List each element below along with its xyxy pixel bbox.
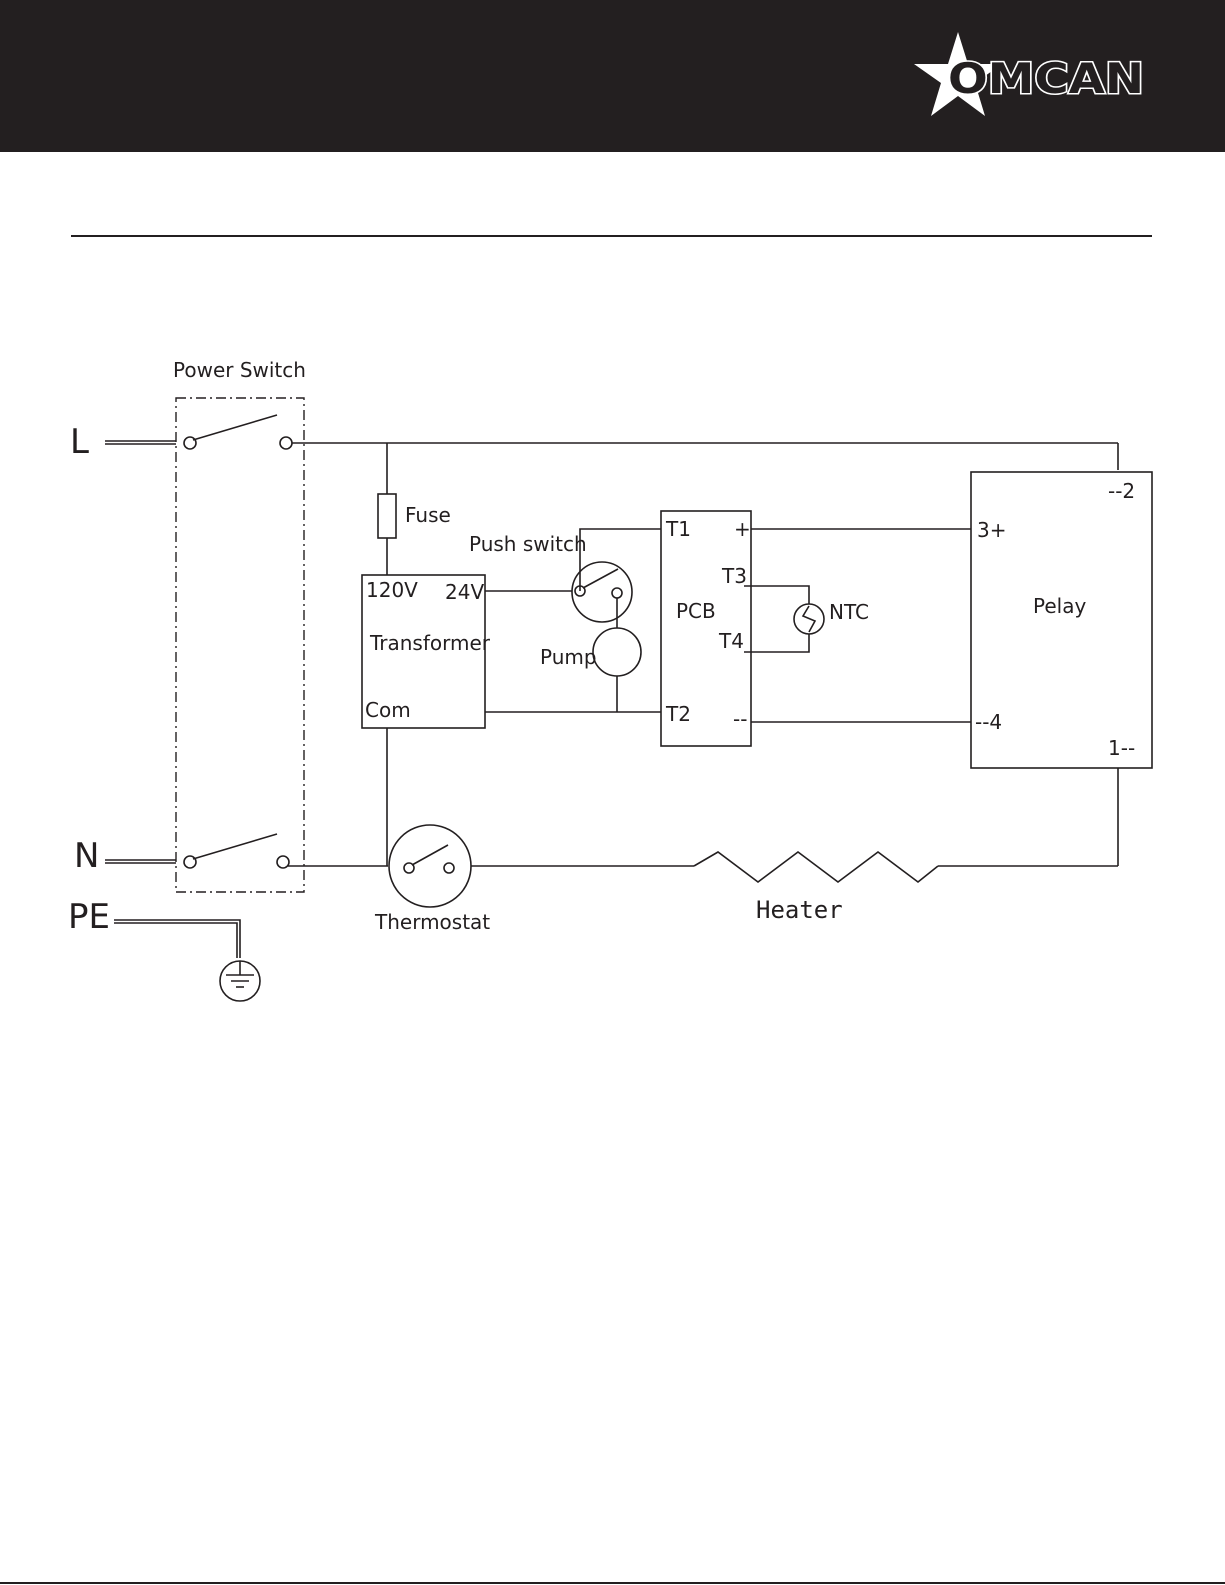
pcb-t2-label: T2 <box>665 702 691 726</box>
pcb-t4-label: T4 <box>718 629 744 653</box>
line-terminal-label: L <box>70 422 89 462</box>
thermostat-contact-b <box>444 863 454 873</box>
ntc-top-wire <box>744 586 809 604</box>
earth-ground-icon <box>220 961 260 1001</box>
power-switch-box <box>176 398 304 892</box>
earth-wire-2 <box>114 923 237 958</box>
relay-pin2-label: --2 <box>1108 479 1135 503</box>
pump-symbol <box>593 628 641 676</box>
pcb-label: PCB <box>676 599 716 623</box>
switch-n-blade <box>193 834 277 859</box>
switch-l-contact-b <box>280 437 292 449</box>
relay-pin4-label: --4 <box>975 710 1002 734</box>
pcb-t1-label: T1 <box>665 517 691 541</box>
transformer-input-label: 120V <box>366 578 418 602</box>
neutral-terminal-label: N <box>74 836 99 876</box>
heater-resistor-icon <box>694 852 938 882</box>
thermostat-label: Thermostat <box>374 910 490 934</box>
pcb-t3-label: T3 <box>721 564 747 588</box>
relay-pin1-label: 1-- <box>1108 736 1135 760</box>
switch-n-contact-a <box>184 856 196 868</box>
ntc-bottom-wire <box>744 634 809 652</box>
thermostat-symbol <box>389 825 471 907</box>
heater-label: Heater <box>756 896 843 924</box>
transformer-output-label: 24V <box>445 580 484 604</box>
relay-label: Pelay <box>1033 594 1086 618</box>
earth-wire <box>114 920 240 958</box>
footer-rule <box>0 1582 1225 1584</box>
transformer-label: Transformer <box>369 631 491 655</box>
switch-l-blade <box>193 415 277 440</box>
push-switch-label: Push switch <box>469 532 587 556</box>
pcb-minus-label: -- <box>733 707 747 731</box>
pcb-plus-label: + <box>734 517 751 541</box>
relay-pin3-label: 3+ <box>977 518 1006 542</box>
earth-terminal-label: PE <box>68 897 110 937</box>
push-switch-contact-b <box>612 588 622 598</box>
ntc-label: NTC <box>829 600 869 624</box>
power-switch-label: Power Switch <box>173 358 306 382</box>
fuse-symbol <box>378 494 396 538</box>
switch-n-contact-b <box>277 856 289 868</box>
fuse-label: Fuse <box>405 503 451 527</box>
pump-label: Pump <box>540 645 597 669</box>
switch-l-contact-a <box>184 437 196 449</box>
transformer-common-label: Com <box>365 698 411 722</box>
